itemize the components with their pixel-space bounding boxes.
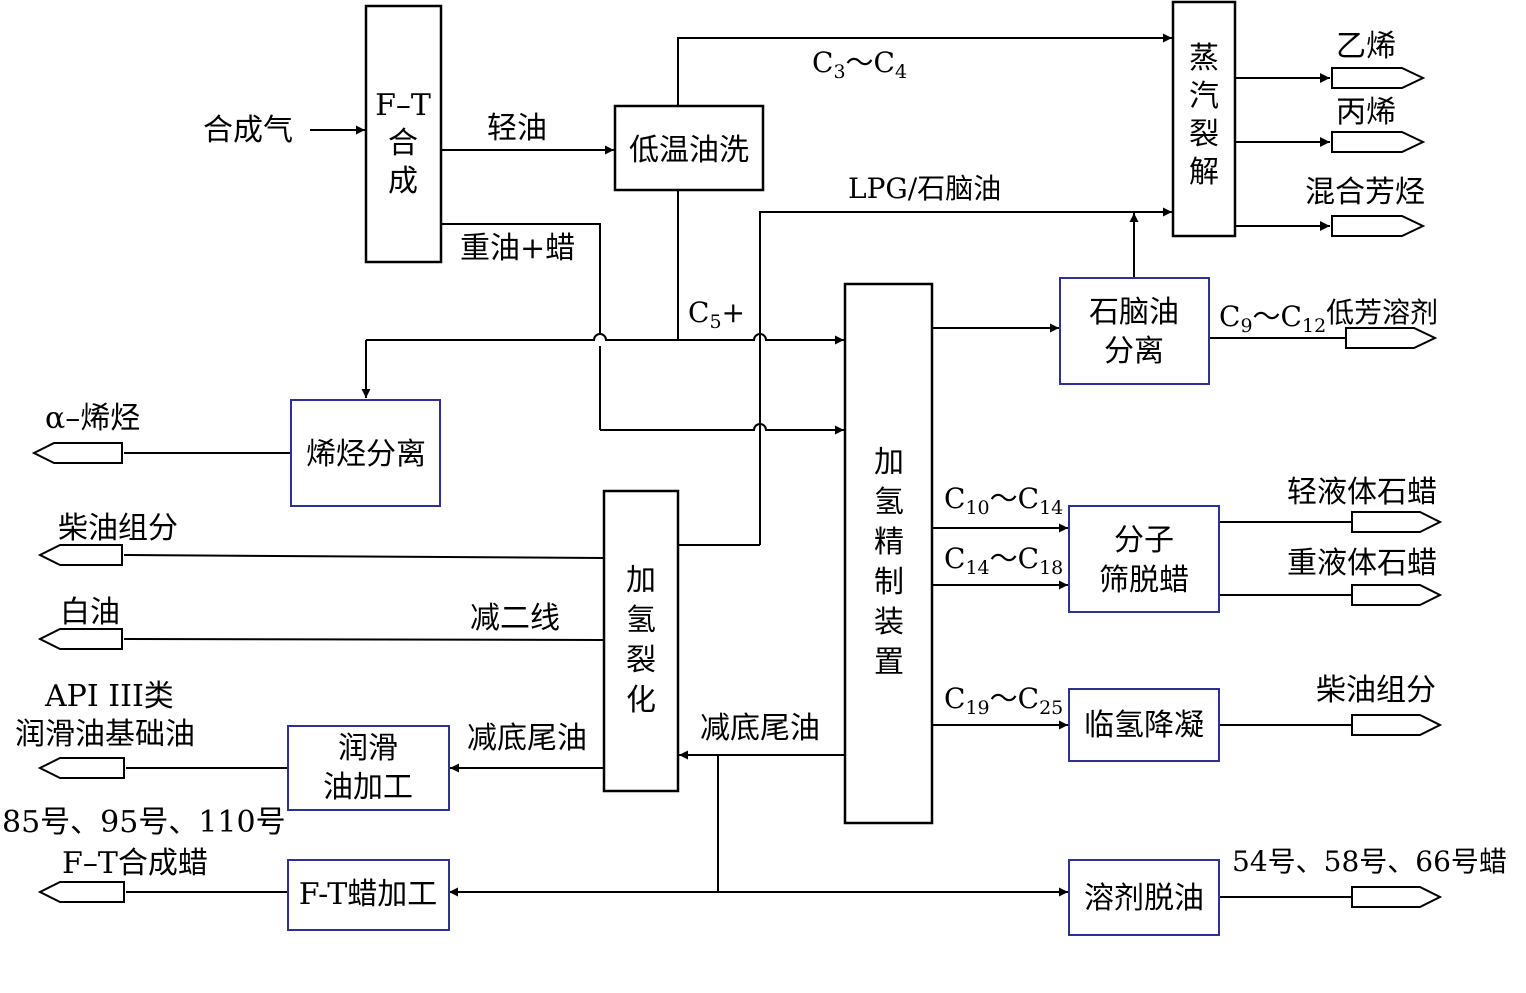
molecular-sieve-label-2: 筛脱蜡 bbox=[1099, 563, 1189, 598]
naphtha-separation-label-2: 分离 bbox=[1104, 334, 1164, 369]
connector-lines bbox=[123, 33, 1352, 898]
heavy-oil-line-top bbox=[441, 223, 601, 334]
product-labels: 乙烯 丙烯 混合芳烃 C9～C12低芳溶剂 α–烯烃 柴油组分 白油 API I… bbox=[2, 29, 1507, 881]
lube-grades-label: 85号、95号、110号 bbox=[2, 805, 286, 840]
c19c25-label: C19～C25 bbox=[944, 682, 1063, 719]
syngas-label: 合成气 bbox=[203, 113, 293, 148]
steam-cracking-label-3: 裂 bbox=[1189, 117, 1219, 152]
hydrofining-label-2: 氢 bbox=[874, 485, 904, 520]
vac-bottoms-label-left: 减底尾油 bbox=[467, 721, 587, 756]
lpg-arrow bbox=[759, 207, 1172, 545]
heavy-paraffin-terminal-shape bbox=[1351, 584, 1443, 606]
ft-synthesis-label-2: 合 bbox=[388, 126, 418, 161]
white-oil-line bbox=[123, 638, 604, 641]
c10c14-label: C10～C14 bbox=[944, 482, 1063, 519]
ft-synthetic-wax-label: F–T合成蜡 bbox=[62, 846, 208, 881]
propylene-label: 丙烯 bbox=[1336, 95, 1396, 130]
hydrocracking-label-1: 加 bbox=[626, 563, 656, 598]
ft-synthesis-box bbox=[364, 4, 443, 264]
solvent-terminal-shape bbox=[1345, 327, 1438, 349]
c5-arrow bbox=[366, 333, 844, 345]
wax-grades-label: 54号、58号、66号蜡 bbox=[1232, 845, 1507, 878]
lpg-naphtha-label: LPG/石脑油 bbox=[848, 172, 1001, 205]
diesel-left-label: 柴油组分 bbox=[58, 511, 178, 546]
ethylene-label: 乙烯 bbox=[1336, 29, 1396, 64]
light-oil-label: 轻油 bbox=[487, 111, 547, 146]
hydrofining-label-4: 制 bbox=[874, 565, 904, 600]
steam-cracking-label-1: 蒸 bbox=[1189, 41, 1219, 76]
ft-synthesis-label-1: F–T bbox=[375, 88, 431, 123]
low-temp-wash-label: 低温油洗 bbox=[629, 133, 749, 168]
lube-base-terminal-shape bbox=[37, 757, 125, 779]
wax-grade-terminal-shape bbox=[1351, 886, 1443, 908]
vgo2-label: 减二线 bbox=[470, 601, 560, 636]
process-boxes: F–T 合 成 低温油洗 蒸 汽 裂 解 石脑油 分离 烯烃分离 加 氢 精 制… bbox=[287, 0, 1237, 936]
hydrofining-label-1: 加 bbox=[874, 445, 904, 480]
diesel-right-terminal-shape bbox=[1351, 714, 1443, 736]
white-oil-label: 白油 bbox=[60, 595, 120, 630]
vac-bottoms-label-right: 减底尾油 bbox=[700, 711, 820, 746]
white-oil-terminal-shape bbox=[37, 628, 123, 650]
naphtha-separation-box bbox=[1059, 277, 1210, 385]
olefin-separation-box bbox=[290, 399, 441, 507]
molecular-sieve-label-1: 分子 bbox=[1114, 523, 1174, 558]
alpha-olefin-terminal-shape bbox=[31, 442, 123, 464]
hydrocracking-label-2: 氢 bbox=[626, 603, 656, 638]
lube-base-oil-label-1: API III类 bbox=[44, 679, 174, 714]
hydrofining-label-3: 精 bbox=[874, 525, 904, 560]
hydrocracking-box bbox=[602, 489, 680, 793]
diesel-left-line bbox=[123, 554, 604, 559]
ethylene-terminal-shape bbox=[1331, 67, 1426, 89]
hydrocracking-label-4: 化 bbox=[626, 683, 656, 718]
lube-processing-box bbox=[287, 725, 450, 811]
ft-wax-terminal-shape bbox=[37, 881, 125, 903]
low-aromatic-solvent-label: C9～C12低芳溶剂 bbox=[1219, 296, 1438, 337]
low-temp-wash-box bbox=[613, 104, 765, 192]
hydro-pour-point-label: 临氢降凝 bbox=[1084, 708, 1204, 743]
lube-processing-label-2: 油加工 bbox=[323, 770, 413, 805]
hydrofining-label-6: 置 bbox=[874, 645, 904, 680]
light-liquid-paraffin-label: 轻液体石蜡 bbox=[1287, 475, 1437, 510]
diesel-right-label: 柴油组分 bbox=[1316, 673, 1436, 708]
ft-synthesis-label-3: 成 bbox=[388, 164, 418, 199]
hydrocracking-label-3: 裂 bbox=[626, 643, 656, 678]
stream-labels: 合成气 轻油 重油+蜡 C3～C4 LPG/石脑油 C5+ 减二线 减底尾油 减… bbox=[203, 46, 1063, 756]
propylene-terminal-shape bbox=[1331, 131, 1426, 153]
solvent-deoiling-label: 溶剂脱油 bbox=[1084, 881, 1204, 916]
light-paraffin-terminal-shape bbox=[1351, 511, 1443, 533]
ft-wax-processing-label: F-T蜡加工 bbox=[299, 877, 438, 912]
alpha-olefin-label: α–烯烃 bbox=[45, 401, 140, 436]
c3c4-arrow bbox=[677, 33, 1172, 106]
solvent-deoiling-box bbox=[1068, 859, 1220, 936]
olefin-separation-label: 烯烃分离 bbox=[306, 437, 426, 472]
diesel-left-terminal-shape bbox=[37, 544, 123, 566]
heavy-liquid-paraffin-label: 重液体石蜡 bbox=[1287, 546, 1437, 581]
heavy-oil-arrow bbox=[600, 423, 844, 435]
heavy-oil-wax-label: 重油+蜡 bbox=[460, 231, 575, 266]
mixed-aromatics-label: 混合芳烃 bbox=[1305, 175, 1425, 210]
steam-cracking-label-4: 解 bbox=[1189, 155, 1219, 190]
hydro-pour-point-box bbox=[1068, 688, 1220, 762]
molecular-sieve-dewax-box bbox=[1068, 505, 1220, 613]
c5-plus-label: C5+ bbox=[688, 296, 745, 333]
product-terminals bbox=[31, 67, 1443, 908]
steam-cracking-box bbox=[1171, 0, 1237, 238]
c3c4-label: C3～C4 bbox=[812, 46, 907, 83]
lube-processing-label-1: 润滑 bbox=[338, 731, 398, 766]
c14c18-label: C14～C18 bbox=[944, 542, 1063, 579]
aromatics-terminal-shape bbox=[1331, 215, 1426, 237]
ft-wax-processing-box bbox=[287, 859, 450, 931]
hydrofining-box bbox=[843, 282, 934, 825]
hydrofining-label-5: 装 bbox=[874, 605, 904, 640]
lube-base-oil-label-2: 润滑油基础油 bbox=[15, 717, 195, 752]
steam-cracking-label-2: 汽 bbox=[1189, 79, 1219, 114]
naphtha-separation-label-1: 石脑油 bbox=[1089, 295, 1179, 330]
